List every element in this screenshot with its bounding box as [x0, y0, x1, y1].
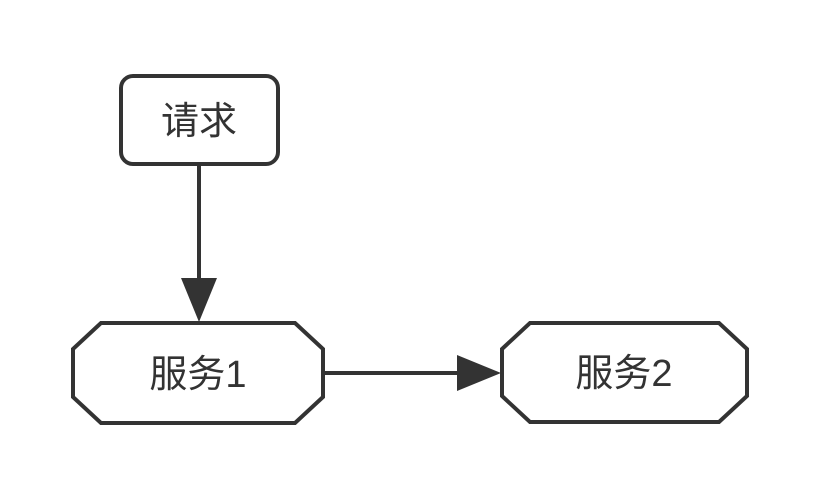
- node-service-1[interactable]: 服务1: [71, 321, 325, 425]
- node-request-label: 请求: [161, 101, 237, 143]
- node-service-2-shape[interactable]: [500, 321, 749, 424]
- node-request-shape[interactable]: [119, 74, 280, 166]
- node-service-1-shape[interactable]: [71, 321, 325, 425]
- arrowhead-right-icon: [457, 355, 501, 391]
- node-service-2[interactable]: 服务2: [500, 321, 749, 424]
- node-service-1-label: 服务1: [149, 354, 246, 396]
- edge-request-to-service-1[interactable]: [181, 164, 217, 322]
- edge-service-1-to-service-2[interactable]: [323, 355, 501, 391]
- node-service-2-label: 服务2: [575, 353, 672, 395]
- node-request[interactable]: 请求: [119, 74, 280, 166]
- arrowhead-down-icon: [181, 278, 217, 322]
